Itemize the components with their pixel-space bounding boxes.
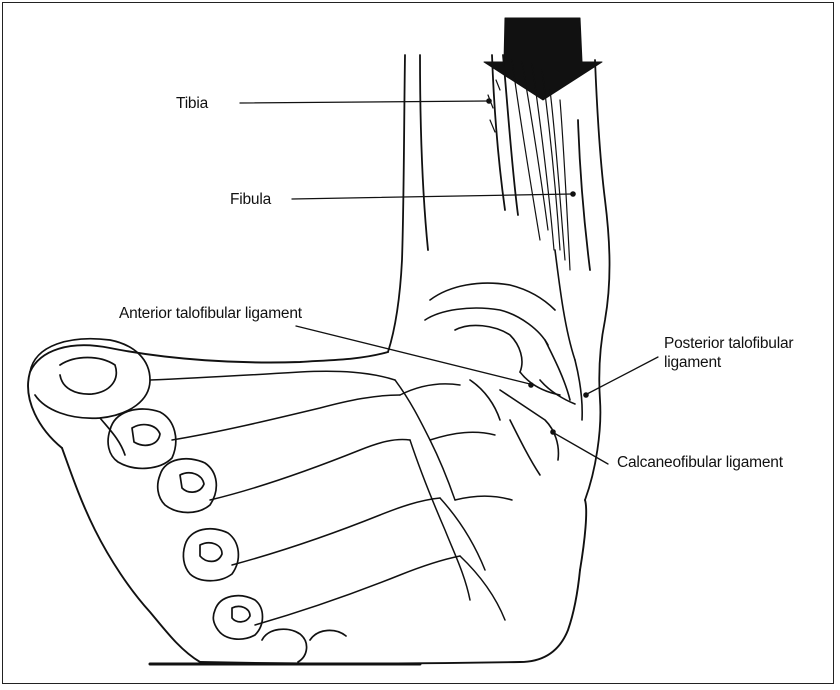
label-posterior-talofibular-ligament: Posterior talofibular ligament	[664, 334, 834, 372]
down-arrow-icon	[484, 18, 602, 100]
label-calcaneofibular-ligament: Calcaneofibular ligament	[617, 453, 783, 472]
calcaneofibular-point	[550, 429, 556, 435]
anterior-talofibular-leader	[296, 326, 530, 384]
fibula-leader	[292, 194, 572, 199]
label-fibula: Fibula	[230, 190, 271, 209]
big-toe	[30, 339, 150, 455]
fibula-point	[570, 191, 576, 197]
label-tibia: Tibia	[176, 94, 208, 113]
foot-outline	[28, 345, 586, 664]
leg-outline	[388, 55, 610, 500]
ankle-joint	[425, 250, 582, 475]
posterior-talofibular-point	[583, 392, 589, 398]
calcaneofibular-leader	[554, 433, 608, 464]
metatarsals	[150, 371, 512, 625]
tibia-point	[486, 98, 492, 104]
toes	[108, 409, 346, 662]
leader-lines	[240, 101, 658, 464]
label-anterior-talofibular-ligament: Anterior talofibular ligament	[119, 304, 302, 323]
tibia-leader	[240, 101, 488, 103]
posterior-talofibular-leader	[587, 357, 658, 394]
anterior-talofibular-point	[528, 382, 534, 388]
leader-dots	[486, 98, 589, 435]
